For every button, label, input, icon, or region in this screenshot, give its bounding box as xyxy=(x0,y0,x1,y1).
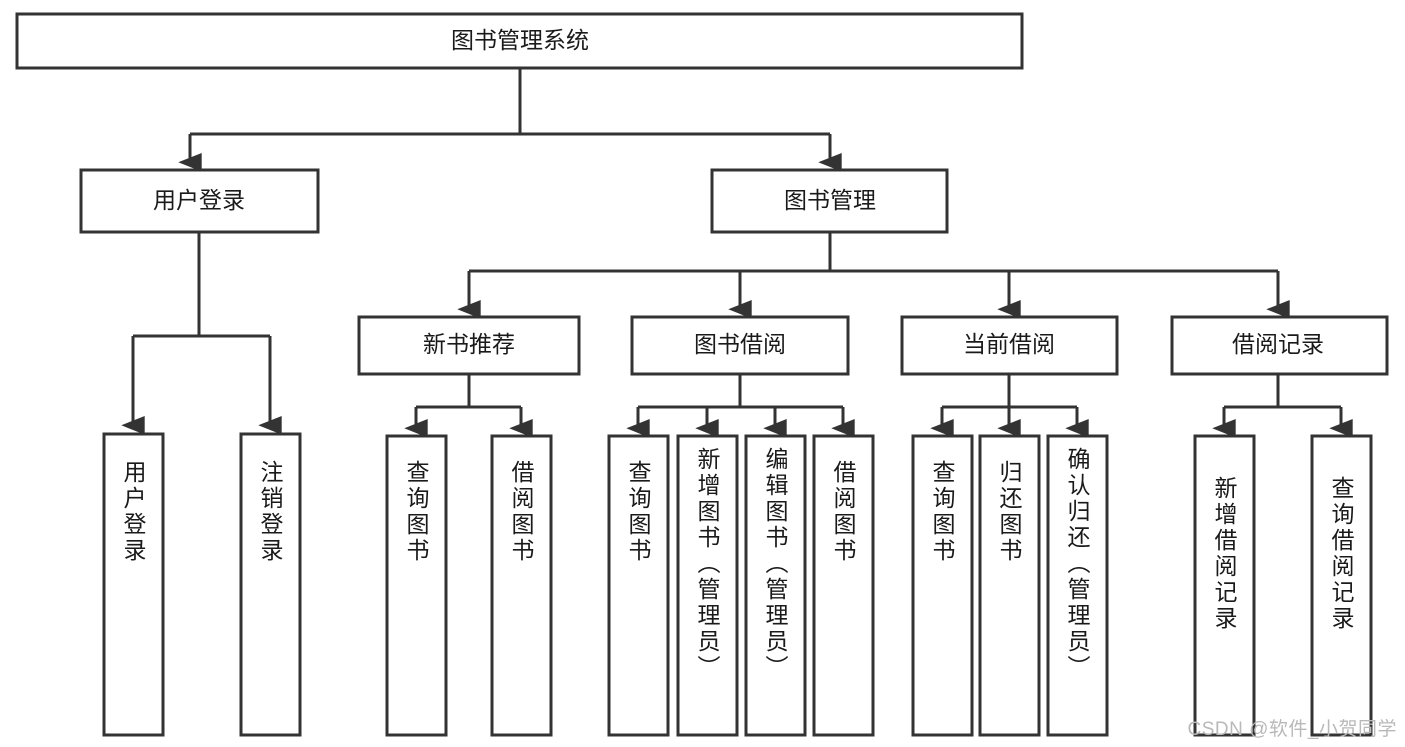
leaf-user-login-box xyxy=(102,432,165,737)
leaf-br-add-record-box xyxy=(1193,434,1256,737)
leaf-logout-label: 注销登录 xyxy=(257,460,284,564)
leaf-nbr-borrow-book-box xyxy=(490,434,553,737)
leaf-br-query-record-label: 查询借阅记录 xyxy=(1328,476,1355,632)
connector-group-user-login xyxy=(121,232,282,435)
connector-group-book-borrow xyxy=(626,374,855,438)
node-book-manage-label: 图书管理 xyxy=(784,187,876,213)
node-book-borrow-label: 图书借阅 xyxy=(694,331,786,357)
leaf-node[interactable]: 新增借阅记录 xyxy=(1193,434,1256,737)
leaf-bb-edit-book-box xyxy=(744,434,807,737)
leaf-nbr-borrow-book-label: 借阅图书 xyxy=(508,460,535,564)
leaf-cb-confirm-return-box xyxy=(1046,434,1109,737)
leaf-node[interactable]: 查询图书 xyxy=(385,434,448,737)
leaf-bb-add-book-label: 新增图书（管理员） xyxy=(694,447,721,681)
node-borrow-record-box xyxy=(1170,315,1389,376)
leaf-node[interactable]: 编辑图书（管理员） xyxy=(744,434,807,737)
connector-group-borrow-record xyxy=(1212,374,1353,438)
leaf-node[interactable]: 注销登录 xyxy=(239,432,302,737)
leaf-cb-return-book-box xyxy=(978,434,1041,737)
node-book-borrow-box xyxy=(630,315,850,376)
node-new-book-rec-box xyxy=(357,315,581,376)
leaf-bb-query-book-label: 查询图书 xyxy=(625,460,652,564)
leaf-bb-add-book-box xyxy=(676,434,739,737)
leaf-nbr-query-book-box xyxy=(385,434,448,737)
leaf-br-add-record-label: 新增借阅记录 xyxy=(1211,476,1238,632)
node-book-manage[interactable]: 图书管理 xyxy=(710,168,949,234)
leaf-cb-query-book-box xyxy=(911,434,974,737)
leaf-node[interactable]: 新增图书（管理员） xyxy=(676,434,739,737)
leaf-bb-borrow-book-label: 借阅图书 xyxy=(830,460,857,564)
node-current-borrow-label: 当前借阅 xyxy=(963,331,1055,357)
leaf-node[interactable]: 查询图书 xyxy=(911,434,974,737)
node-book-borrow[interactable]: 图书借阅 xyxy=(630,315,850,376)
leaf-node[interactable]: 用户登录 xyxy=(102,432,165,737)
csdn-watermark: CSDN @软件_小贺同学 xyxy=(1187,719,1397,740)
leaf-bb-edit-book-label: 编辑图书（管理员） xyxy=(762,447,789,681)
leaf-user-login-label: 用户登录 xyxy=(120,460,147,564)
connector-group-root xyxy=(178,68,842,172)
leaf-node[interactable]: 查询图书 xyxy=(607,434,670,737)
node-user-login-label: 用户登录 xyxy=(153,187,245,213)
leaf-node[interactable]: 确认归还（管理员） xyxy=(1046,434,1109,737)
node-current-borrow[interactable]: 当前借阅 xyxy=(900,315,1119,376)
node-current-borrow-box xyxy=(900,315,1119,376)
leaf-logout-box xyxy=(239,432,302,737)
leaf-bb-borrow-book-box xyxy=(812,434,875,737)
connector-group-new-book-rec xyxy=(404,374,533,438)
node-root[interactable]: 图书管理系统 xyxy=(15,12,1024,70)
node-new-book-rec-label: 新书推荐 xyxy=(423,331,515,357)
connector-group-current-borrow xyxy=(930,374,1089,438)
leaf-bb-query-book-box xyxy=(607,434,670,737)
leaf-node[interactable]: 借阅图书 xyxy=(490,434,553,737)
node-new-book-rec[interactable]: 新书推荐 xyxy=(357,315,581,376)
node-root-box xyxy=(15,12,1024,70)
node-user-login[interactable]: 用户登录 xyxy=(79,168,320,234)
leaf-cb-query-book-label: 查询图书 xyxy=(929,460,956,564)
leaf-cb-return-book-label: 归还图书 xyxy=(996,460,1023,564)
leaf-nbr-query-book-label: 查询图书 xyxy=(403,460,430,564)
leaf-br-query-record-box xyxy=(1310,434,1373,737)
leaf-node[interactable]: 查询借阅记录 xyxy=(1310,434,1373,737)
connector-group-book-manage xyxy=(457,232,1290,319)
node-book-manage-box xyxy=(710,168,949,234)
leaf-node[interactable]: 借阅图书 xyxy=(812,434,875,737)
node-user-login-box xyxy=(79,168,320,234)
leaf-cb-confirm-return-label: 确认归还（管理员） xyxy=(1064,447,1091,681)
node-root-label: 图书管理系统 xyxy=(451,27,589,53)
node-borrow-record-label: 借阅记录 xyxy=(1232,331,1324,357)
node-borrow-record[interactable]: 借阅记录 xyxy=(1170,315,1389,376)
leaf-node[interactable]: 归还图书 xyxy=(978,434,1041,737)
